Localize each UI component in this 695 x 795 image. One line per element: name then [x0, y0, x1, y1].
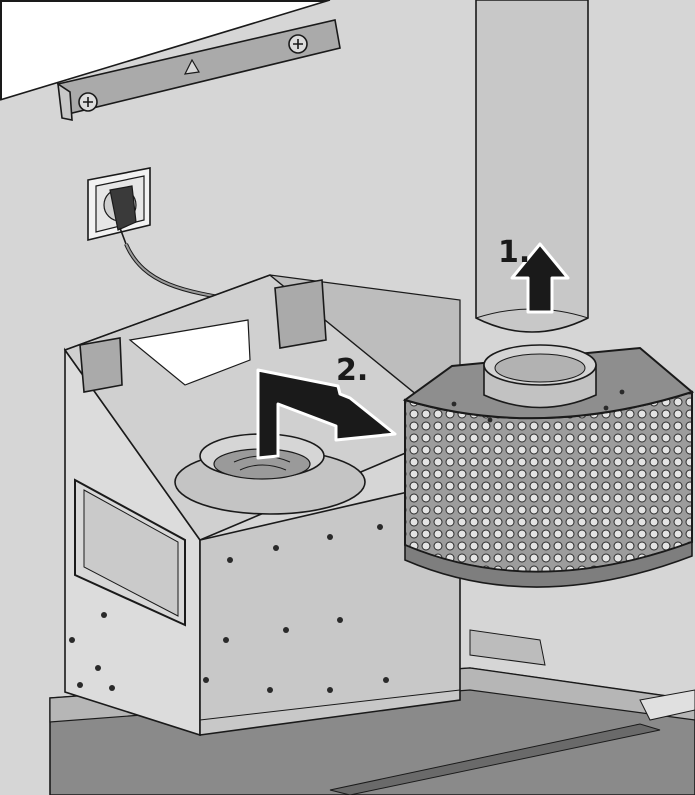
step-2-label: 2. — [336, 353, 368, 388]
arrow-step-2 — [256, 368, 397, 460]
arrow-step-1 — [510, 242, 570, 314]
recirculation-filter-module — [402, 344, 695, 588]
step-1-label: 1. — [498, 235, 530, 270]
mounting-bracket — [57, 19, 341, 121]
